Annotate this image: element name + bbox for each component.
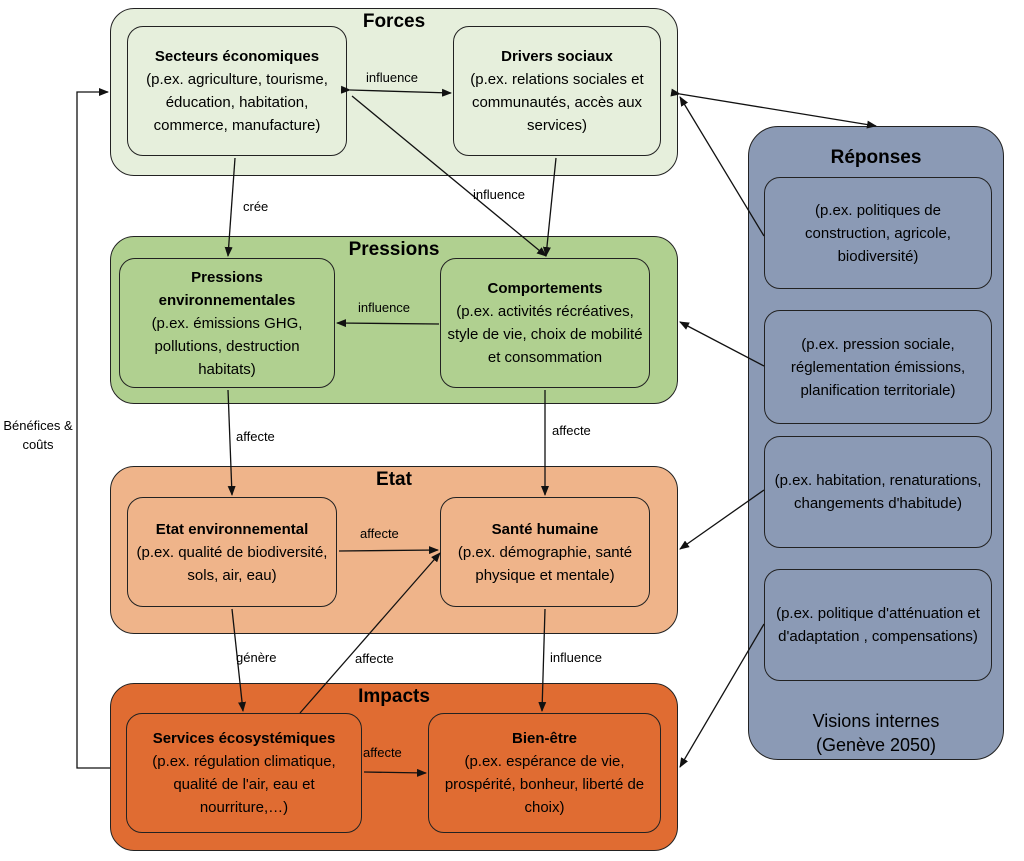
label-affecte-left: affecte — [236, 429, 275, 444]
label-benefices-couts: Bénéfices & coûts — [2, 416, 74, 454]
etat-env-desc: (p.ex. qualité de biodiversité, sols, ai… — [136, 543, 328, 584]
drivers-desc: (p.ex. relations sociales et communautés… — [470, 71, 644, 134]
label-influence-mid: influence — [358, 300, 411, 315]
arrow-secteurs-pressions — [224, 157, 236, 257]
response-box-3: (p.ex. habitation, renaturations, change… — [764, 436, 992, 548]
services-desc: (p.ex. régulation climatique, qualité de… — [152, 753, 336, 816]
pressions-env-desc: (p.ex. émissions GHG, pollutions, destru… — [151, 314, 303, 378]
visions-label: Visions internes (Genève 2050) — [812, 711, 940, 755]
comportements-desc: (p.ex. activités récréatives, style de v… — [447, 303, 643, 366]
impacts-title: Impacts — [358, 686, 430, 707]
response-box-1: (p.ex. politiques de construction, agric… — [764, 177, 992, 289]
response-box-2: (p.ex. pression sociale, réglementation … — [764, 310, 992, 424]
etat-env-title: Etat environnemental — [155, 520, 309, 538]
arrow-drivers-comportements — [542, 157, 557, 257]
arrow-etat-services — [231, 608, 247, 712]
sante-title: Santé humaine — [491, 520, 599, 538]
label-genere: génère — [236, 650, 277, 665]
arrow-response4-impacts — [679, 623, 765, 768]
arrow-sante-bienetre — [538, 608, 547, 712]
label-cree: crée — [243, 199, 269, 214]
arrow-services-bienetre — [363, 768, 427, 777]
label-affecte-right: affecte — [552, 423, 591, 438]
label-influence-bottom: influence — [550, 650, 603, 665]
drivers-title: Drivers sociaux — [501, 48, 613, 65]
arrow-pressions-etat — [227, 389, 236, 496]
pressions-env-title: Pressions environnementales — [158, 268, 296, 309]
forces-title: Forces — [362, 11, 426, 32]
label-affecte-etat: affecte — [360, 526, 399, 541]
pressions-title: Pressions — [348, 239, 440, 260]
label-influence-top: influence — [366, 70, 419, 85]
sante-desc: (p.ex. démographie, santé physique et me… — [457, 543, 633, 584]
arrow-forces-reponses — [670, 88, 877, 129]
comportements-title: Comportements — [487, 280, 603, 297]
arrow-benefices-couts — [76, 88, 110, 769]
secteurs-desc: (p.ex. agriculture, tourisme, éducation,… — [146, 71, 328, 134]
response-box-4: (p.ex. politique d'atténuation et d'adap… — [764, 569, 992, 681]
services-title: Services écosystémiques — [152, 730, 336, 747]
arrow-secteurs-comportements — [351, 95, 547, 257]
secteurs-economiques-box: Secteurs économiques (p.ex. agriculture,… — [127, 26, 347, 156]
comportements-box: Comportements (p.ex. activités récréativ… — [440, 258, 650, 388]
bienetre-title: Bien-être — [511, 730, 578, 747]
sante-humaine-box: Santé humaine (p.ex. démographie, santé … — [440, 497, 650, 607]
label-affecte-impacts: affecte — [363, 745, 402, 760]
bien-etre-box: Bien-être (p.ex. espérance de vie, prosp… — [428, 713, 661, 833]
pressions-environnementales-box: Pressions environnementales (p.ex. émiss… — [119, 258, 335, 388]
arrow-etat-sante — [338, 546, 439, 555]
services-ecosystemiques-box: Services écosystémiques (p.ex. régulatio… — [126, 713, 362, 833]
etat-environnemental-box: Etat environnemental (p.ex. qualité de b… — [127, 497, 337, 607]
arrow-response2-pressions — [679, 321, 765, 367]
arrow-secteurs-drivers — [340, 85, 452, 97]
arrow-response3-etat — [679, 489, 765, 550]
reponses-title: Réponses — [830, 147, 922, 168]
etat-title: Etat — [376, 469, 412, 490]
drivers-sociaux-box: Drivers sociaux (p.ex. relations sociale… — [453, 26, 661, 156]
bienetre-desc: (p.ex. espérance de vie, prospérité, bon… — [444, 753, 645, 816]
arrow-comportements-pressions — [336, 319, 440, 328]
arrow-response1-forces — [679, 96, 765, 237]
label-affecte-diag: affecte — [355, 651, 394, 666]
secteurs-title: Secteurs économiques — [154, 48, 320, 65]
arrow-services-sante — [299, 552, 441, 714]
label-influence-diag: influence — [473, 187, 526, 202]
